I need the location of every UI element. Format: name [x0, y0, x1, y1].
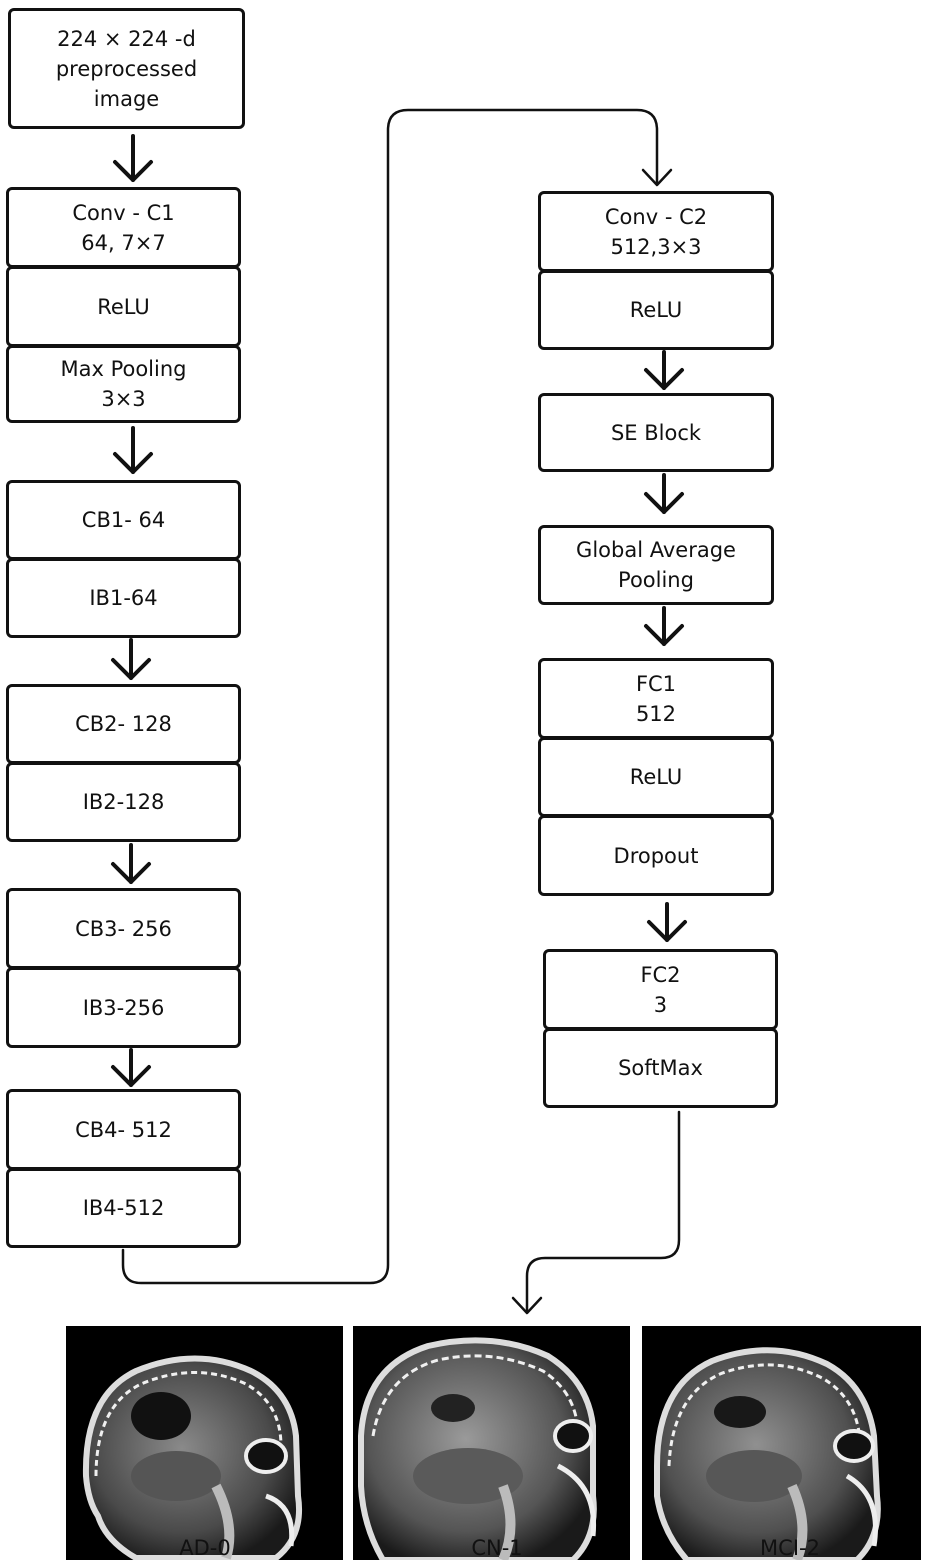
arrowhead-outputs: [511, 1296, 543, 1315]
relu-box: ReLU: [6, 266, 241, 347]
fc2-box: FC2 3: [543, 949, 778, 1030]
cb1-box: CB1- 64: [6, 480, 241, 560]
arrow-maxpool-to-cb1: [113, 426, 153, 474]
connector-softmax-to-outputs: [525, 1110, 681, 1314]
cb3-box: CB3- 256: [6, 888, 241, 969]
ib2-box: IB2-128: [6, 762, 241, 842]
input-image-box: 224 × 224 -d preprocessed image: [8, 8, 245, 129]
dropout-box: Dropout: [538, 815, 774, 896]
arrow-gap-to-fc1: [644, 606, 684, 646]
arrow-input-to-conv-c1: [113, 134, 153, 182]
relu-box-2: ReLU: [538, 270, 774, 350]
label-cn: CN-1: [471, 1536, 523, 1560]
ib3-box: IB3-256: [6, 967, 241, 1048]
relu-box-3: ReLU: [538, 737, 774, 817]
mri-scan-cn: [353, 1326, 630, 1560]
connector-ib4-to-conv-c2: [121, 108, 659, 1285]
conv-c1-box: Conv - C1 64, 7×7: [6, 187, 241, 268]
fc1-box: FC1 512: [538, 658, 774, 739]
arrow-relu2-to-se-block: [644, 350, 684, 390]
arrow-ib2-to-cb3: [111, 843, 151, 884]
arrow-dropout-to-fc2: [647, 902, 687, 942]
softmax-box: SoftMax: [543, 1028, 778, 1108]
global-average-pooling-box: Global Average Pooling: [538, 525, 774, 605]
max-pooling-box: Max Pooling 3×3: [6, 345, 241, 423]
arrow-ib3-to-cb4: [111, 1048, 151, 1087]
arrow-se-to-gap: [644, 473, 684, 514]
ib1-box: IB1-64: [6, 558, 241, 638]
cb2-box: CB2- 128: [6, 684, 241, 764]
label-ad: AD-0: [179, 1536, 231, 1560]
label-mci: MCI-2: [760, 1536, 820, 1560]
mri-scan-mci: [642, 1326, 921, 1560]
arrowhead-conv-c2: [641, 168, 673, 187]
se-block-box: SE Block: [538, 393, 774, 472]
cb4-box: CB4- 512: [6, 1089, 241, 1170]
ib4-box: IB4-512: [6, 1168, 241, 1248]
arrow-ib1-to-cb2: [111, 638, 151, 680]
conv-c2-box: Conv - C2 512,3×3: [538, 191, 774, 272]
mri-scan-ad: [66, 1326, 343, 1560]
